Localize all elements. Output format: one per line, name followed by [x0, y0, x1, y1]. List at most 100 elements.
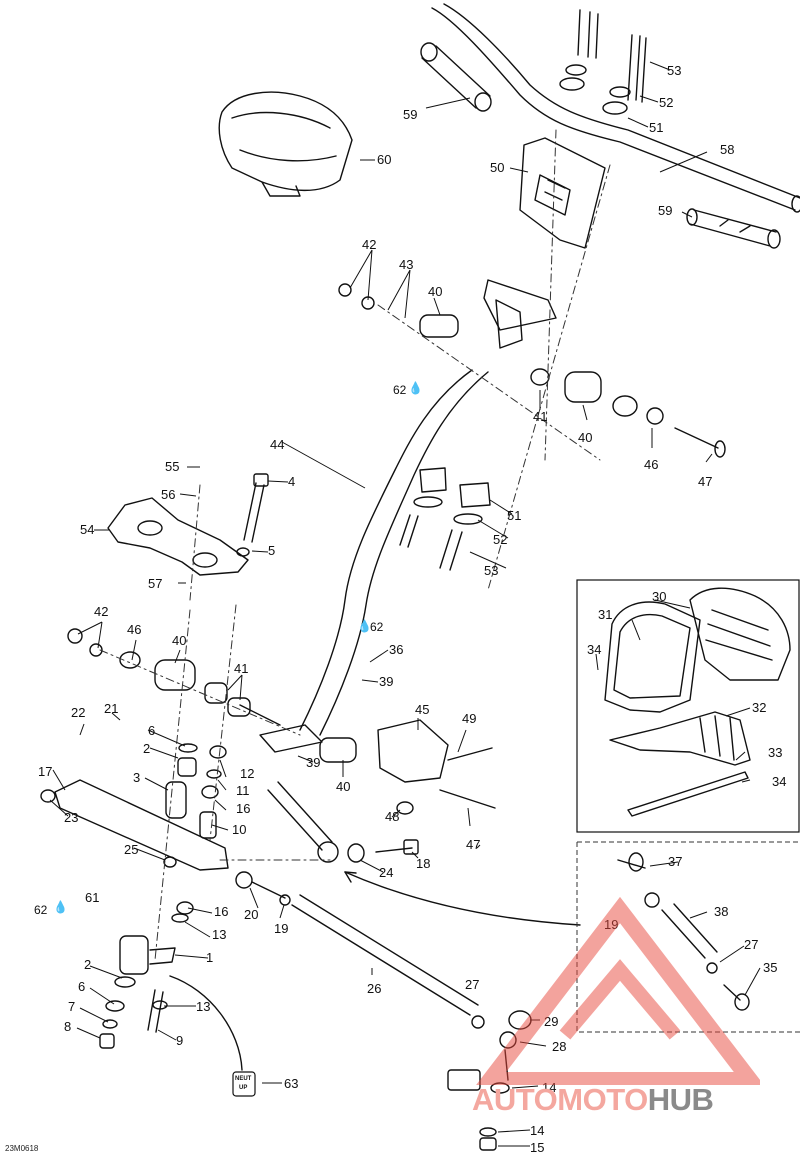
- leader-lines: [49, 61, 761, 1147]
- callout-34: 34: [587, 642, 602, 657]
- guide-lines: [99, 129, 611, 961]
- callout-49: 49: [462, 711, 477, 726]
- riser-clamp: [519, 137, 606, 249]
- callout-30: 30: [652, 589, 667, 604]
- callout-59: 59: [403, 107, 418, 122]
- callout-16: 16: [214, 904, 229, 919]
- callout-35: 35: [763, 960, 778, 975]
- callout-15: 15: [530, 1140, 545, 1155]
- lower-clamps: [399, 467, 491, 571]
- upper-bushing-stack: [338, 283, 726, 458]
- callout-42: 42: [362, 237, 377, 252]
- callout-6: 6: [78, 979, 86, 994]
- watermark-auto: AUTO: [472, 1082, 558, 1117]
- watermark-hub: HUB: [647, 1082, 714, 1117]
- mounting-plate: [107, 497, 249, 576]
- callout-41: 41: [234, 661, 249, 676]
- callout-39: 39: [306, 755, 321, 770]
- lower-bracket: [319, 719, 496, 815]
- callout-8: 8: [64, 1019, 72, 1034]
- callout-12: 12: [240, 766, 255, 781]
- callout-17: 17: [38, 764, 53, 779]
- callout-36: 36: [389, 642, 404, 657]
- callout-16: 16: [236, 801, 251, 816]
- boot-inset-frame: [576, 579, 800, 833]
- callout-52: 52: [659, 95, 674, 110]
- handlebar-pad: [218, 91, 353, 197]
- callout-10: 10: [232, 822, 247, 837]
- callout-51: 51: [507, 508, 522, 523]
- callout-47: 47: [698, 474, 713, 489]
- watermark-text: AUTOMOTOHUB: [472, 1082, 714, 1118]
- watermark-logo: [476, 896, 760, 1085]
- callout-27: 27: [465, 977, 480, 992]
- callout-61: 61: [85, 890, 100, 905]
- callout-56: 56: [161, 487, 176, 502]
- callout-58: 58: [720, 142, 735, 157]
- callout-62-drop: 62: [393, 383, 407, 397]
- callout-52: 52: [493, 532, 508, 547]
- callout-46: 46: [644, 457, 659, 472]
- inset-arrow-head: [344, 871, 357, 883]
- bottom-pivot: [99, 901, 194, 1049]
- callout-24: 24: [379, 865, 394, 880]
- callout-60: 60: [377, 152, 392, 167]
- grip-right: [686, 208, 781, 249]
- callout-1: 1: [206, 950, 214, 965]
- loctite-leader: [169, 975, 243, 1071]
- callout-23: 23: [64, 810, 79, 825]
- inset-arrow: [344, 871, 581, 926]
- callout-42: 42: [94, 604, 109, 619]
- callout-29: 29: [544, 1014, 559, 1029]
- callout-62-drop: 62: [370, 620, 384, 634]
- loctite-box-line2: UP: [239, 1085, 248, 1091]
- loctite-box-line1: NEUT: [235, 1076, 252, 1082]
- callout-25: 25: [124, 842, 139, 857]
- callout-41: 41: [533, 409, 548, 424]
- callout-7: 7: [68, 999, 76, 1014]
- linkage-inset-frame: [576, 841, 800, 1033]
- callout-22: 22: [71, 705, 86, 720]
- steering-arm: [40, 779, 229, 871]
- callout-39: 39: [379, 674, 394, 689]
- callout-40: 40: [428, 284, 443, 299]
- grip-left: [420, 42, 492, 112]
- callout-27: 27: [744, 937, 759, 952]
- callout-44: 44: [270, 437, 285, 452]
- callout-54: 54: [80, 522, 95, 537]
- callout-2: 2: [84, 957, 92, 972]
- callout-46: 46: [127, 622, 142, 637]
- callout-38: 38: [714, 904, 729, 919]
- callout-40: 40: [172, 633, 187, 648]
- callout-37: 37: [668, 854, 683, 869]
- callout-5: 5: [268, 543, 276, 558]
- callout-33: 33: [768, 745, 783, 760]
- callout-13: 13: [212, 927, 227, 942]
- callout-31: 31: [598, 607, 613, 622]
- middle-bushing-stack: [67, 628, 281, 726]
- callout-20: 20: [244, 907, 259, 922]
- callout-3: 3: [133, 770, 141, 785]
- callout-6: 6: [148, 723, 156, 738]
- callout-62-drop: 62: [34, 903, 48, 917]
- drop-icon: 💧: [357, 619, 372, 633]
- drawing-code: 23M0618: [5, 1144, 39, 1153]
- boot-inset-parts: [604, 587, 791, 817]
- callout-47: 47: [466, 837, 481, 852]
- steering-link: [267, 781, 419, 863]
- callout-19: 19: [274, 921, 289, 936]
- callout-13: 13: [196, 999, 211, 1014]
- callout-48: 48: [385, 809, 400, 824]
- callout-26: 26: [367, 981, 382, 996]
- watermark-moto: MOTO: [557, 1082, 648, 1117]
- loctite-box: [232, 1071, 256, 1097]
- callout-21: 21: [104, 701, 119, 716]
- callout-4: 4: [288, 474, 296, 489]
- callout-14: 14: [530, 1123, 545, 1138]
- callout-55: 55: [165, 459, 180, 474]
- callout-45: 45: [415, 702, 430, 717]
- inset-parts: [617, 852, 750, 1011]
- handlebar: [431, 3, 800, 213]
- top-bolts: [559, 9, 647, 115]
